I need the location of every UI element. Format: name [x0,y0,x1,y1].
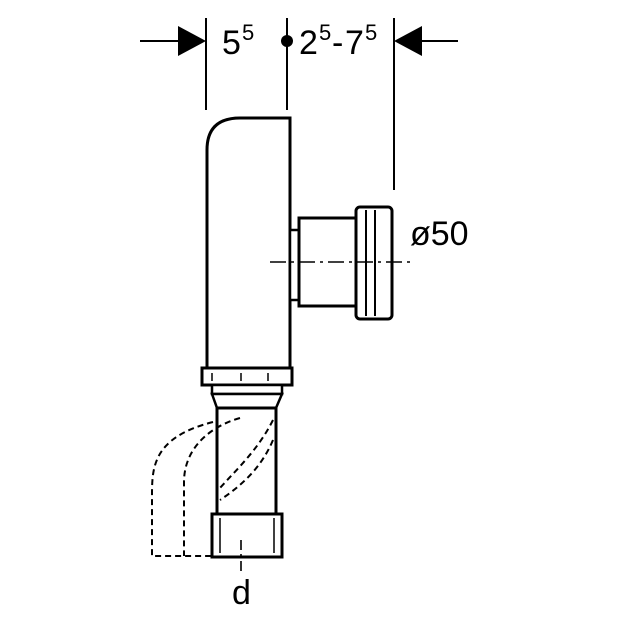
bend-inner-dashed [183,417,241,556]
dim-arrow-right-icon [394,26,422,56]
collar-nut [200,366,294,387]
taper-section [210,392,284,410]
bottom-socket [210,512,284,559]
dim-left-sup: 5 [242,20,254,45]
outlet-diameter-label: ø50 [410,215,469,253]
collar [200,366,294,396]
alternate-bend-outline [150,417,274,557]
bend-crossing-2-dashed [219,439,274,501]
socket-body [210,512,284,559]
bend-outer-dashed [150,421,214,557]
extension-lines [205,18,395,190]
dim-right-dash: - [332,24,343,62]
dim-right-base-1: 2 [299,24,318,62]
dim-right-sup-2: 5 [365,20,377,45]
dim-right-sup-1: 5 [319,20,331,45]
collar-ring [210,383,284,396]
inlet-label: d [232,574,251,612]
siphon-body [205,116,292,370]
dim-right-base-2: 7 [345,24,364,62]
side-outlet [288,205,394,321]
dim-left-base: 5 [222,24,241,62]
dim-arrow-left-icon [178,26,206,56]
